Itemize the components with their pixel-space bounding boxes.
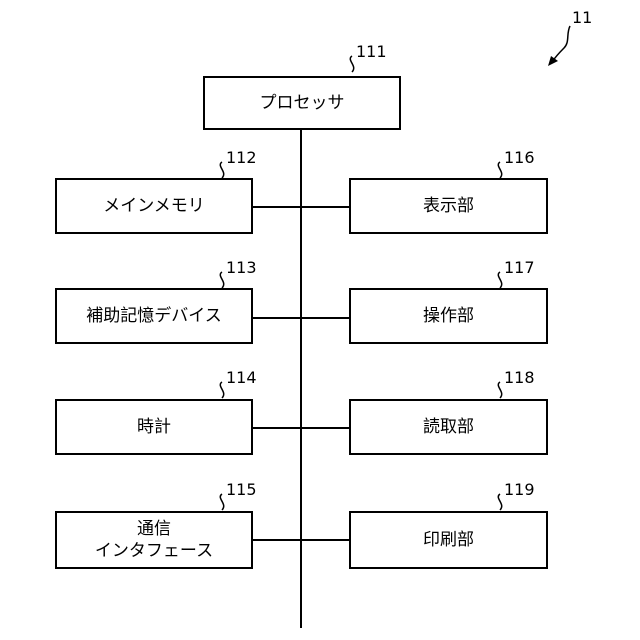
operation-block: 操作部 [349, 288, 548, 344]
processor-block: プロセッサ [203, 76, 401, 130]
clock-label: 時計 [137, 416, 171, 438]
display-label: 表示部 [423, 195, 474, 217]
reader-label: 読取部 [423, 416, 474, 438]
main-memory-block: メインメモリ [55, 178, 253, 234]
printer-label: 印刷部 [423, 529, 474, 551]
leader-118 [498, 382, 501, 398]
figure-ref-label: 11 [572, 10, 592, 26]
ref-111: 111 [356, 44, 387, 60]
ref-117: 117 [504, 260, 535, 276]
aux-storage-block: 補助記憶デバイス [55, 288, 253, 344]
processor-label: プロセッサ [260, 92, 345, 114]
leader-112 [220, 162, 223, 178]
leader-116 [498, 162, 501, 178]
ref-112: 112 [226, 150, 257, 166]
comm-interface-label-line1: 通信 [137, 518, 171, 540]
leader-117 [498, 272, 501, 288]
leader-119 [498, 494, 501, 510]
operation-label: 操作部 [423, 305, 474, 327]
ref-118: 118 [504, 370, 535, 386]
figure-ref-arrow [552, 26, 570, 62]
leader-115 [220, 494, 223, 510]
aux-storage-label: 補助記憶デバイス [86, 305, 222, 327]
ref-115: 115 [226, 482, 257, 498]
ref-116: 116 [504, 150, 535, 166]
printer-block: 印刷部 [349, 511, 548, 569]
ref-114: 114 [226, 370, 257, 386]
comm-interface-block: 通信 インタフェース [55, 511, 253, 569]
figure-ref-arrowhead [548, 56, 558, 66]
ref-119: 119 [504, 482, 535, 498]
reader-block: 読取部 [349, 399, 548, 455]
leader-111 [350, 56, 353, 72]
leader-114 [220, 382, 223, 398]
leader-113 [220, 272, 223, 288]
main-memory-label: メインメモリ [103, 195, 205, 217]
display-block: 表示部 [349, 178, 548, 234]
comm-interface-label-line2: インタフェース [95, 540, 213, 562]
ref-113: 113 [226, 260, 257, 276]
clock-block: 時計 [55, 399, 253, 455]
